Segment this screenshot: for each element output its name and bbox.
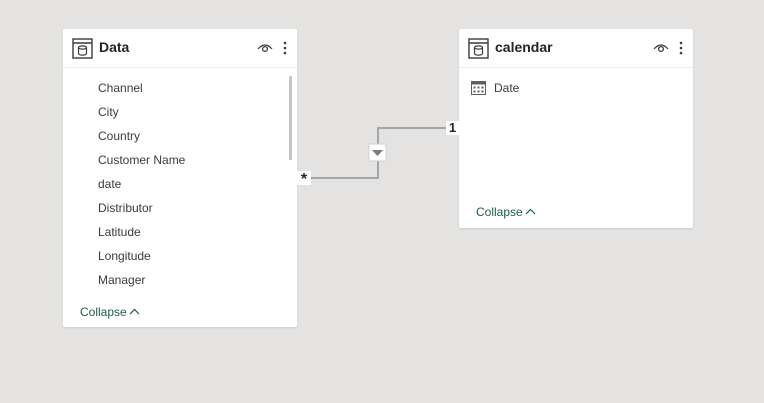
calendar-field-icon [471, 81, 486, 95]
field-manager[interactable]: Manager [98, 273, 146, 287]
collapse-label: Collapse [476, 205, 523, 219]
calendar-table-title: calendar [495, 39, 553, 55]
more-options-icon[interactable] [678, 40, 684, 56]
field-customer-name[interactable]: Customer Name [98, 153, 186, 167]
field-city[interactable]: City [98, 105, 119, 119]
field-date[interactable]: Date [494, 81, 520, 95]
field-date[interactable]: date [98, 177, 122, 191]
data-table-header[interactable]: Data [63, 29, 297, 68]
eye-icon[interactable] [653, 42, 669, 54]
chevron-up-icon [129, 308, 140, 315]
field-latitude[interactable]: Latitude [98, 225, 141, 239]
collapse-button[interactable]: Collapse [80, 305, 140, 319]
scrollbar-thumb[interactable] [289, 76, 292, 160]
data-table-title: Data [99, 39, 130, 55]
collapse-label: Collapse [80, 305, 127, 319]
eye-icon[interactable] [257, 42, 273, 54]
table-icon [468, 38, 489, 59]
field-distributor[interactable]: Distributor [98, 201, 153, 215]
field-country[interactable]: Country [98, 129, 141, 143]
cardinality-one-label: 1 [446, 121, 459, 135]
calendar-table-header[interactable]: calendar [459, 29, 693, 68]
field-channel[interactable]: Channel [98, 81, 143, 95]
data-table-card[interactable]: Data Channel City Country Customer Name … [63, 29, 297, 327]
cardinality-many-label: * [297, 171, 311, 188]
chevron-up-icon [525, 208, 536, 215]
calendar-table-card[interactable]: calendar Date [459, 29, 693, 228]
more-options-icon[interactable] [282, 40, 288, 56]
collapse-button[interactable]: Collapse [476, 205, 536, 219]
filter-direction-arrow-icon[interactable] [368, 143, 387, 162]
table-icon [72, 38, 93, 59]
field-longitude[interactable]: Longitude [98, 249, 151, 263]
